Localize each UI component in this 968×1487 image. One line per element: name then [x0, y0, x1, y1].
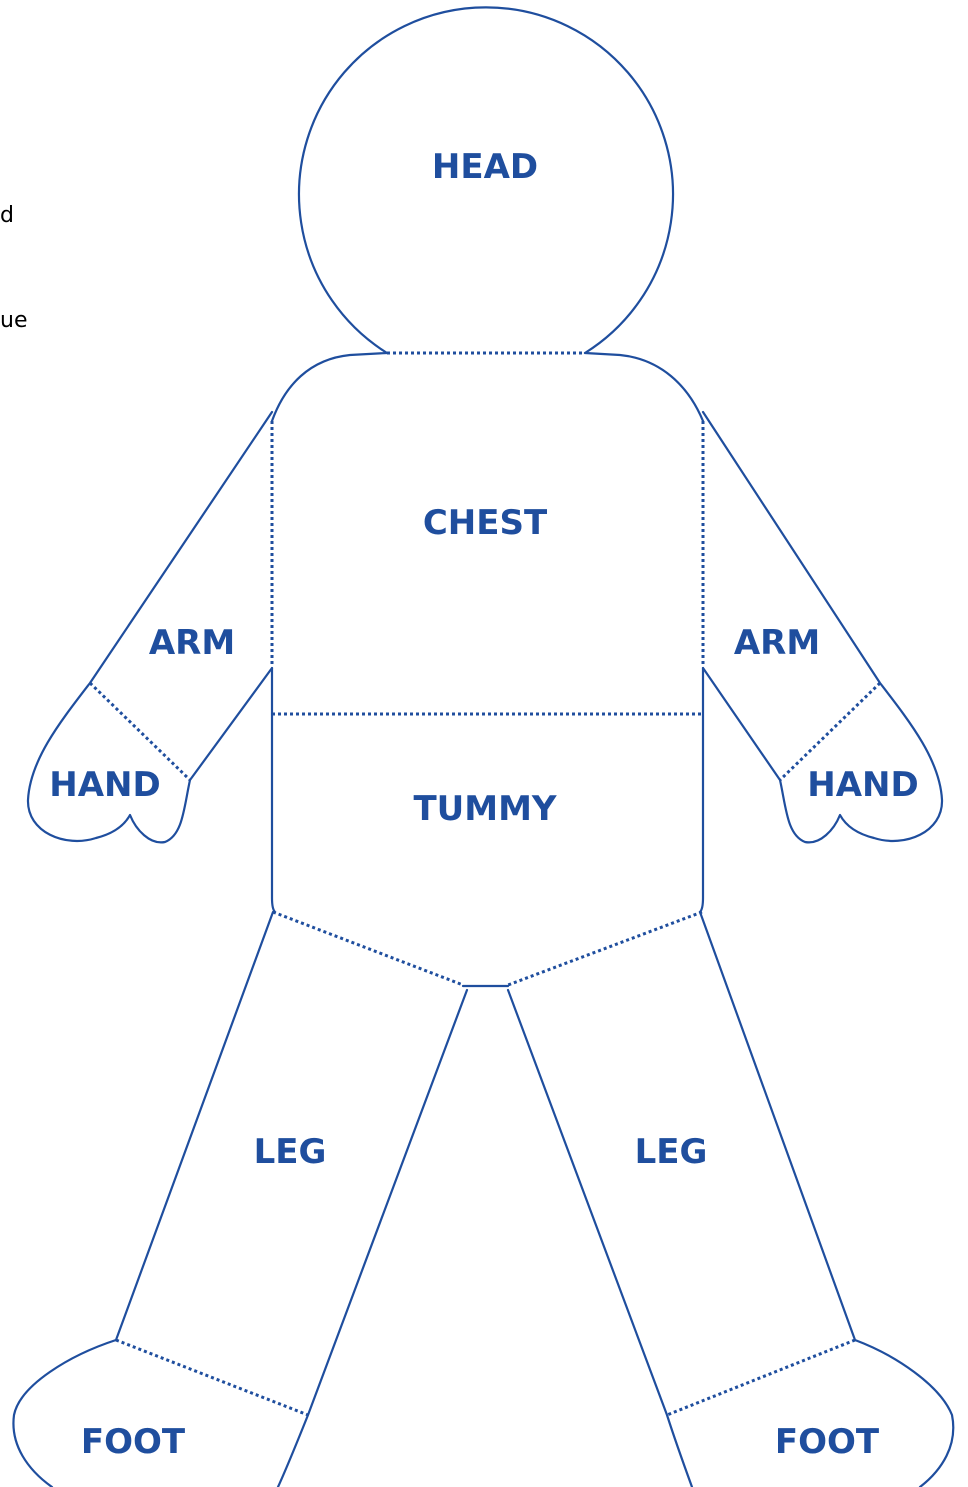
left-hip-seam — [273, 912, 463, 985]
right-ankle-seam — [667, 1340, 855, 1415]
left-foot-label: FOOT — [81, 1422, 186, 1462]
torso-top-outline — [272, 353, 703, 421]
chest-label: CHEST — [423, 503, 548, 543]
right-foot-label: FOOT — [775, 1422, 880, 1462]
right-hip-seam — [508, 912, 702, 985]
left-hand-label: HAND — [49, 765, 160, 805]
left-arm-label: ARM — [149, 623, 235, 663]
head-label: HEAD — [432, 147, 538, 187]
right-arm-label: ARM — [734, 623, 820, 663]
tummy-label: TUMMY — [413, 789, 556, 829]
right-leg-label: LEG — [635, 1132, 708, 1172]
right-leg-outline — [508, 912, 953, 1487]
left-leg-outline — [13, 912, 467, 1487]
left-ankle-seam — [116, 1340, 308, 1415]
right-hand-label: HAND — [807, 765, 918, 805]
left-leg-label: LEG — [254, 1132, 327, 1172]
